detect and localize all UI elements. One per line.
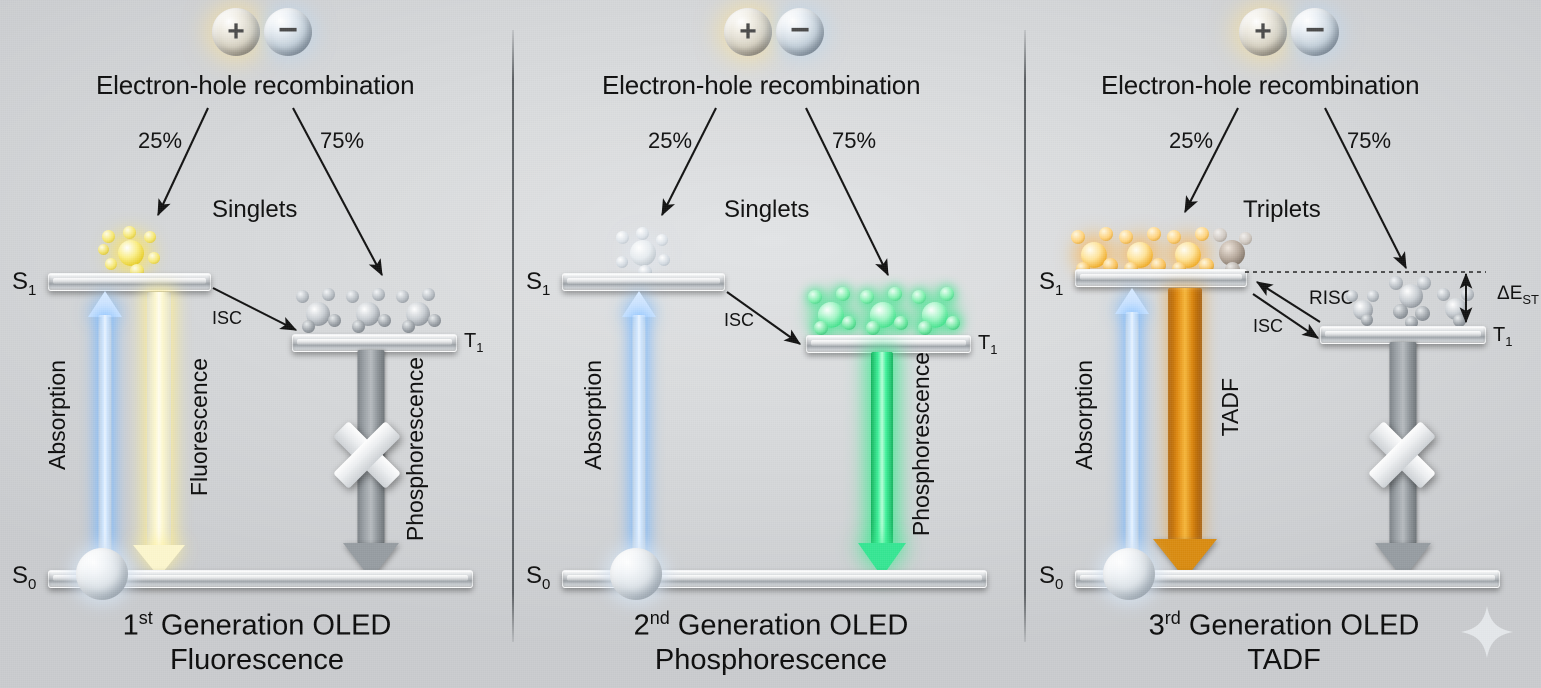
energy-level-s1-gen3 [1075, 269, 1247, 287]
caption-number-gen1: 1 [122, 609, 139, 642]
tadf-arrow-gen3 [1153, 288, 1217, 579]
panel-gen3: + − Electron-hole recombination 25% 75% … [1027, 0, 1541, 688]
t1-molecules-gen3 [1346, 276, 1489, 330]
level-label-s0-gen2: S0 [526, 562, 551, 593]
triplet-percent-gen1: 75% [320, 128, 365, 153]
level-label-s0-gen1: S0 [12, 562, 37, 593]
level-label-s0-gen3: S0 [1039, 562, 1064, 593]
caption-subtitle-gen1: Fluorescence [169, 643, 345, 676]
plus-sign: + [227, 15, 245, 48]
isc-label-gen3: ISC [1253, 316, 1284, 336]
singlet-percent-gen1: 25% [138, 128, 183, 153]
phosphorescence-arrow-gen2 [858, 352, 906, 578]
panel-divider-2 [1024, 30, 1026, 642]
energy-level-s0-gen2 [562, 570, 987, 588]
absorption-label-gen1: Absorption [44, 360, 70, 470]
isc-label-gen2: ISC [724, 310, 755, 330]
caption-rest-gen1: Generation OLED [152, 609, 392, 642]
level-label-t1-gen3: T1 [1493, 324, 1513, 349]
caption-rest-gen3: Generation OLED [1180, 609, 1420, 642]
panel-gen1: + − Electron-hole recombination 25% 75% … [0, 0, 514, 688]
delta-est-label-gen3: ΔEST [1497, 283, 1539, 307]
caption-subtitle-gen2: Phosphorescence [654, 643, 888, 676]
ground-state-sphere-gen2 [610, 548, 662, 600]
minus-sign: − [278, 11, 298, 49]
absorption-arrow-gen3 [1115, 288, 1149, 578]
singlet-percent-gen3: 25% [1169, 128, 1214, 153]
level-label-s1-gen3: S1 [1039, 268, 1064, 299]
triplet-percent-gen2: 75% [832, 128, 877, 153]
s1-molecule-gen1 [98, 226, 162, 278]
minus-sign: − [790, 11, 810, 49]
caption-ordinal-gen3: rd [1164, 608, 1181, 628]
blocked-x-icon-gen3 [1365, 418, 1439, 492]
recombination-label-gen2: Electron-hole recombination [602, 70, 921, 100]
absorption-arrow-gen1 [88, 291, 122, 577]
caption-number-gen3: 3 [1148, 609, 1165, 642]
caption-gen3: 3rd Generation OLED TADF [1027, 608, 1541, 677]
ground-state-sphere-gen1 [76, 548, 128, 600]
caption-number-gen2: 2 [633, 609, 650, 642]
hole-sphere-icon: + [724, 8, 772, 56]
caption-gen1: 1st Generation OLED Fluorescence [0, 608, 514, 677]
electron-sphere-icon: − [264, 8, 312, 56]
absorption-label-gen2: Absorption [580, 360, 606, 470]
minus-sign: − [1305, 11, 1325, 49]
absorption-label-gen3: Absorption [1071, 360, 1097, 470]
triplet-percent-gen3: 75% [1347, 128, 1392, 153]
spin-label-gen2: Singlets [724, 196, 810, 223]
energy-level-s0-gen3 [1075, 570, 1500, 588]
caption-subtitle-gen3: TADF [1247, 643, 1321, 676]
charge-pair-gen3: + − [1239, 8, 1339, 56]
level-label-s1-gen1: S1 [12, 268, 37, 299]
tadf-label-gen3: TADF [1217, 378, 1243, 437]
absorption-arrow-gen2 [622, 291, 656, 577]
panel-gen2: + − Electron-hole recombination 25% 75% … [514, 0, 1028, 688]
electron-sphere-icon: − [1291, 8, 1339, 56]
energy-level-s1-gen2 [562, 273, 725, 291]
level-label-t1-gen1: T1 [464, 330, 484, 355]
energy-level-s1-gen1 [48, 273, 211, 291]
charge-pair-gen2: + − [724, 8, 824, 56]
fluorescence-label-gen1: Fluorescence [186, 358, 212, 497]
recombination-label-gen3: Electron-hole recombination [1101, 70, 1420, 100]
energy-level-s0-gen1 [48, 570, 473, 588]
plus-sign: + [1254, 15, 1272, 48]
ground-state-sphere-gen3 [1103, 548, 1155, 600]
panel-divider-1 [512, 30, 514, 642]
blocked-x-icon-gen1 [330, 418, 404, 492]
spin-label-gen1: Singlets [212, 196, 298, 223]
recombination-label-gen1: Electron-hole recombination [96, 70, 415, 100]
charge-pair-gen1: + − [212, 8, 312, 56]
plus-sign: + [739, 15, 757, 48]
phosphorescence-label-gen2: Phosphorescence [908, 352, 934, 537]
phosphorescence-label-gen1: Phosphorescence [402, 357, 428, 542]
electron-sphere-icon: − [776, 8, 824, 56]
s1-molecule-gen2 [614, 227, 670, 279]
hole-sphere-icon: + [1239, 8, 1287, 56]
spin-label-gen3: Triplets [1243, 196, 1321, 223]
caption-rest-gen2: Generation OLED [669, 609, 909, 642]
hole-sphere-icon: + [212, 8, 260, 56]
fluorescence-arrow-gen1 [133, 292, 185, 577]
singlet-percent-gen2: 25% [648, 128, 693, 153]
caption-ordinal-gen2: nd [649, 608, 670, 628]
level-label-s1-gen2: S1 [526, 268, 551, 299]
sparkle-icon-gen3 [1459, 604, 1515, 660]
isc-label-gen1: ISC [212, 308, 243, 328]
caption-gen2: 2nd Generation OLED Phosphorescence [514, 608, 1028, 677]
t1-molecules-gen2 [808, 287, 968, 340]
t1-molecules-gen1 [296, 288, 450, 338]
energy-level-t1-gen2 [806, 335, 971, 353]
caption-ordinal-gen1: st [138, 608, 153, 628]
level-label-t1-gen2: T1 [978, 332, 998, 357]
